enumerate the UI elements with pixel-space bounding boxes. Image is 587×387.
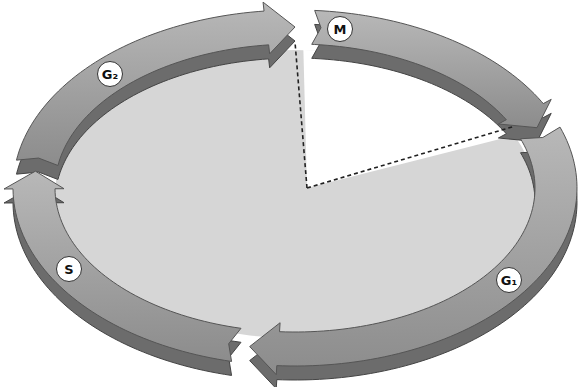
phase-label: S (64, 263, 73, 276)
phase-circle: M (327, 16, 353, 42)
phase-circle: G₁ (496, 267, 522, 293)
arrow-top (250, 127, 577, 374)
phase-label: G₁ (501, 274, 517, 287)
phase-label: G₂ (102, 68, 118, 81)
phase-circle: S (56, 256, 82, 282)
phase-circle: G₂ (97, 61, 123, 87)
dashed-line (295, 42, 307, 188)
dashed-line (307, 126, 514, 188)
arrow-top (312, 10, 551, 127)
arrow-top (16, 2, 295, 165)
phase-label: M (334, 23, 347, 36)
arrow-top (4, 171, 241, 361)
